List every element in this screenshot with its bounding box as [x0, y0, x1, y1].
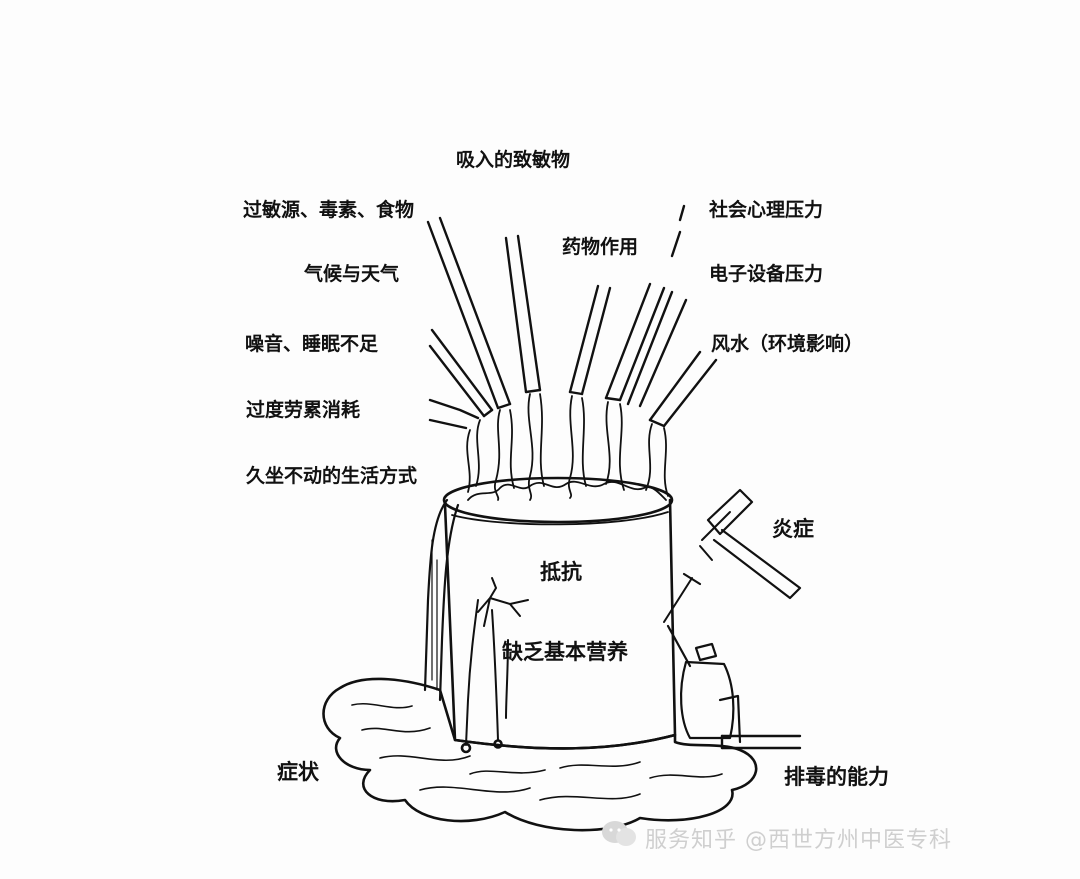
label-allergens-toxins-food: 过敏源、毒素、食物 [243, 201, 414, 220]
hammer-icon [700, 490, 800, 598]
label-detox-ability: 排毒的能力 [784, 767, 889, 788]
nail-icon [664, 574, 700, 622]
barrel-top [444, 478, 672, 522]
worker-figure [668, 626, 740, 742]
label-lack-nutrition: 缺乏基本营养 [502, 642, 628, 663]
label-drug-effects: 药物作用 [562, 238, 638, 257]
label-climate-weather: 气候与天气 [304, 265, 399, 284]
drain-pipe [722, 736, 800, 748]
label-social-psych-stress: 社会心理压力 [709, 201, 823, 220]
watermark-text: 服务知乎 @西世方州中医专科 [645, 822, 952, 854]
overflow-puddle [324, 679, 757, 830]
barrel [445, 500, 675, 748]
label-overwork: 过度劳累消耗 [246, 401, 360, 420]
label-sedentary: 久坐不动的生活方式 [246, 467, 417, 486]
label-inflammation: 炎症 [772, 519, 814, 540]
label-electronic-stress: 电子设备压力 [709, 265, 823, 284]
label-resistance: 抵抗 [540, 562, 582, 583]
barrel-crack [478, 578, 528, 626]
watermark-logo-icon [600, 818, 638, 850]
label-symptoms: 症状 [277, 762, 319, 783]
label-noise-sleep: 噪音、睡眠不足 [245, 335, 378, 354]
label-fengshui: 风水（环境影响） [711, 335, 863, 354]
label-inhaled-allergens: 吸入的致敏物 [456, 151, 570, 170]
